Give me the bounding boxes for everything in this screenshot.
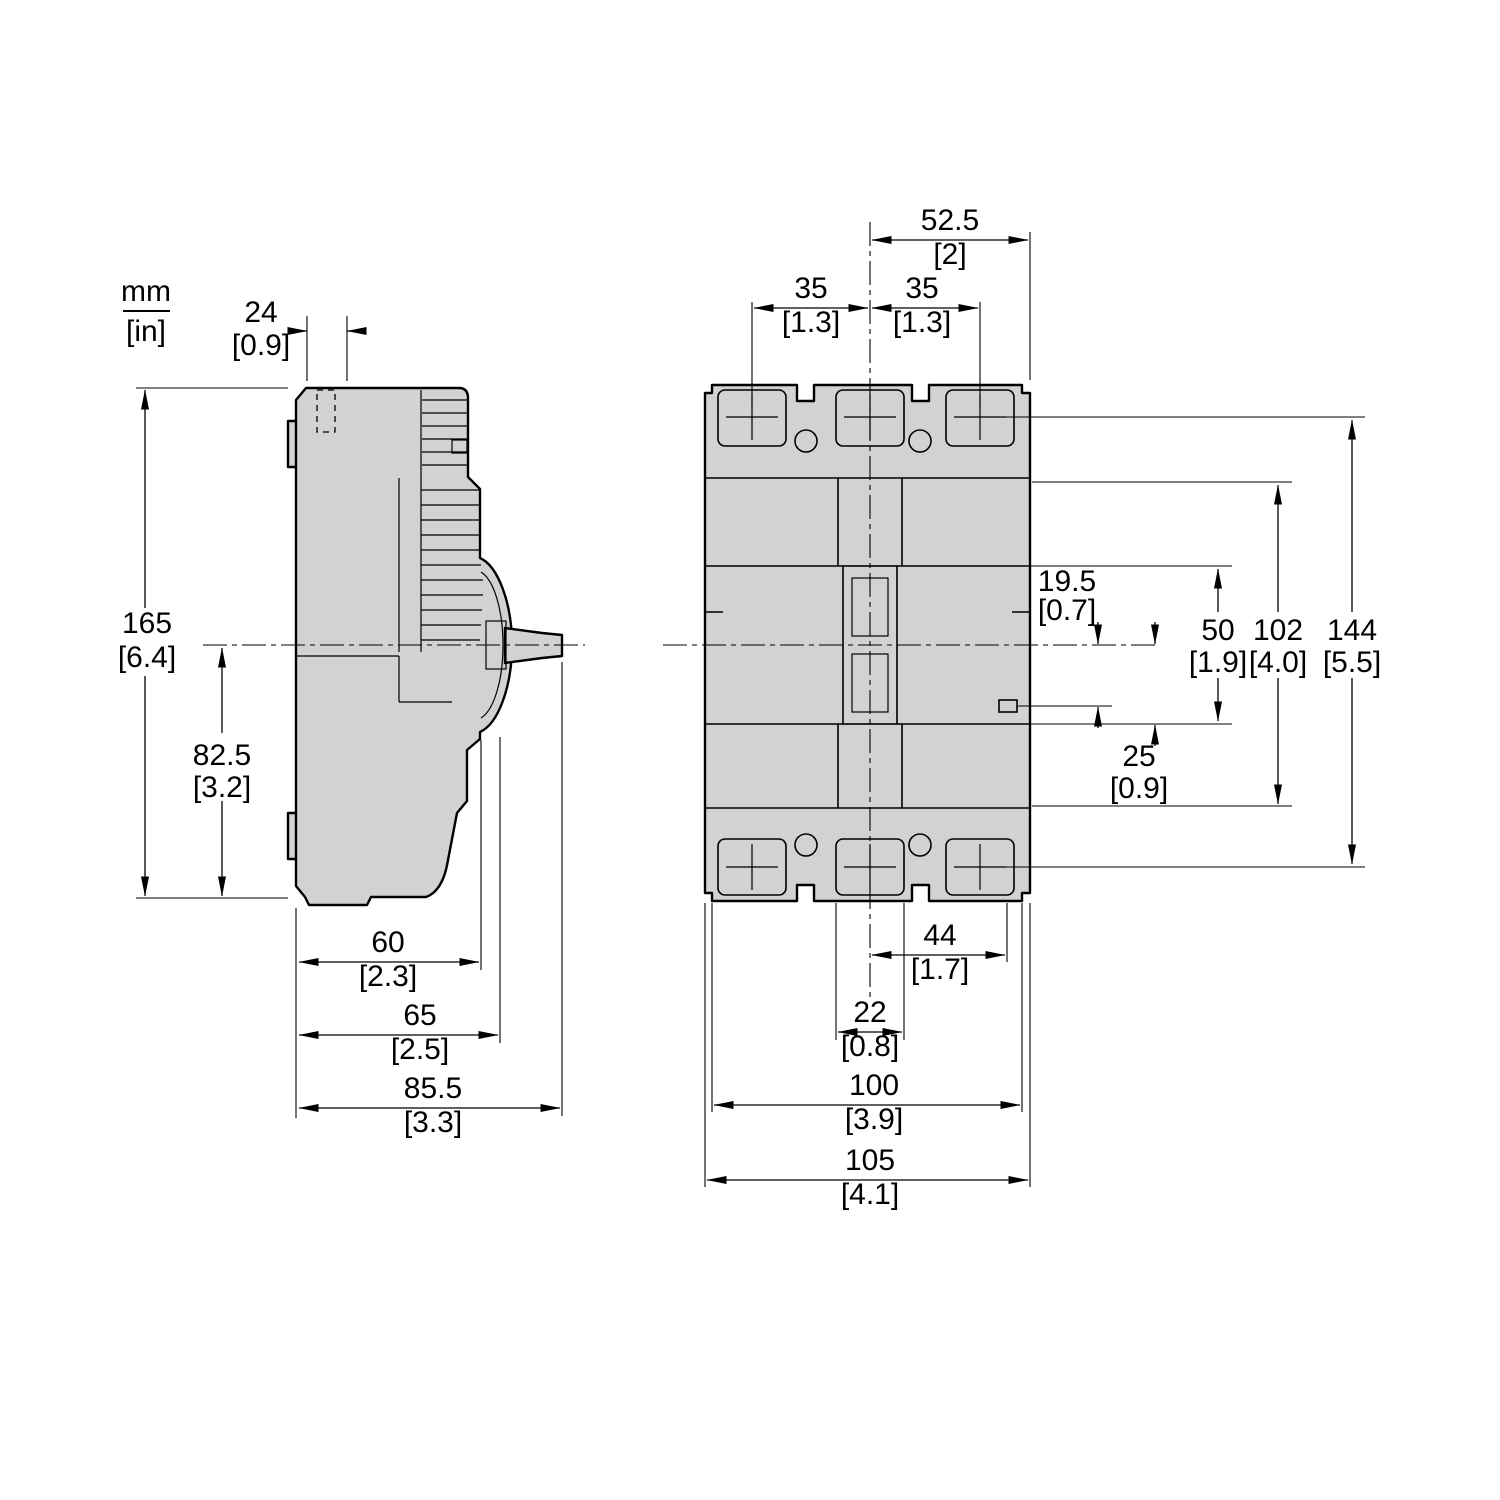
front-body-outline [703, 383, 1032, 903]
dim-19-in: [0.7] [1038, 594, 1096, 627]
dim-102-mm: 102 [1253, 614, 1303, 647]
front-side-accessory-mark [998, 699, 1018, 713]
units-imperial-label: [in] [126, 315, 166, 348]
dim-35-right-in: [1.3] [893, 306, 951, 339]
dim-24-in: [0.9] [232, 329, 290, 362]
dim-52-mm: 52.5 [921, 204, 979, 237]
side-view-dimensions: 24 [0.9] 165 [6.4] 82.5 [3.2] 60 [2.3] 6… [118, 296, 563, 1139]
side-extension-lines [136, 316, 563, 1118]
front-extension-lines [704, 232, 1365, 1187]
dim-85-in: [3.3] [404, 1106, 462, 1139]
dim-165-in: [6.4] [118, 641, 176, 674]
front-view-dimensions: 52.5 [2] 35 [1.3] 35 [1.3] 19.5 [0.7] 50… [704, 204, 1381, 1211]
dim-22-mm: 22 [853, 996, 886, 1029]
screw-hole-bottom-right [908, 833, 932, 857]
dim-25-mm: 25 [1122, 740, 1155, 773]
dim-144-mm: 144 [1327, 614, 1377, 647]
dim-60-mm: 60 [371, 926, 404, 959]
dim-25-in: [0.9] [1110, 772, 1168, 805]
dim-50-mm: 50 [1201, 614, 1234, 647]
dim-165-mm: 165 [122, 607, 172, 640]
dim-105-in: [4.1] [841, 1178, 899, 1211]
screw-hole-top-right [908, 429, 932, 453]
dim-52-in: [2] [933, 238, 966, 271]
dim-50-in: [1.9] [1189, 646, 1247, 679]
units-label: mm [in] [121, 275, 171, 348]
dim-82-in: [3.2] [193, 771, 251, 804]
units-metric-label: mm [121, 275, 171, 308]
side-body-outline [294, 386, 514, 907]
screw-hole-bottom-left [794, 833, 818, 857]
side-ridge-lines [421, 399, 483, 641]
side-escutcheon-arc [480, 571, 504, 719]
dim-44-in: [1.7] [911, 953, 969, 986]
terminal-pad-bottom-left [717, 838, 787, 896]
dim-82-mm: 82.5 [193, 739, 251, 772]
dim-144-in: [5.5] [1323, 646, 1381, 679]
dim-65-mm: 65 [403, 999, 436, 1032]
side-internal-lines [297, 390, 452, 703]
dim-102-in: [4.0] [1249, 646, 1307, 679]
dim-65-in: [2.5] [391, 1033, 449, 1066]
side-view [203, 386, 585, 907]
dim-85-mm: 85.5 [404, 1072, 462, 1105]
dim-100-in: [3.9] [845, 1103, 903, 1136]
dim-100-mm: 100 [849, 1069, 899, 1102]
side-accessory-tab [451, 439, 468, 454]
dim-35-right-mm: 35 [905, 272, 938, 305]
dim-105-mm: 105 [845, 1144, 895, 1177]
side-hidden-slot [316, 389, 336, 433]
dim-19-mm: 19.5 [1038, 565, 1096, 598]
dim-35-left-in: [1.3] [782, 306, 840, 339]
dim-24-mm: 24 [244, 296, 277, 329]
dim-35-left-mm: 35 [794, 272, 827, 305]
dim-60-in: [2.3] [359, 960, 417, 993]
front-screw-holes [794, 429, 932, 857]
dim-44-mm: 44 [923, 919, 956, 952]
dim-22-in: [0.8] [841, 1030, 899, 1063]
screw-hole-top-left [794, 429, 818, 453]
